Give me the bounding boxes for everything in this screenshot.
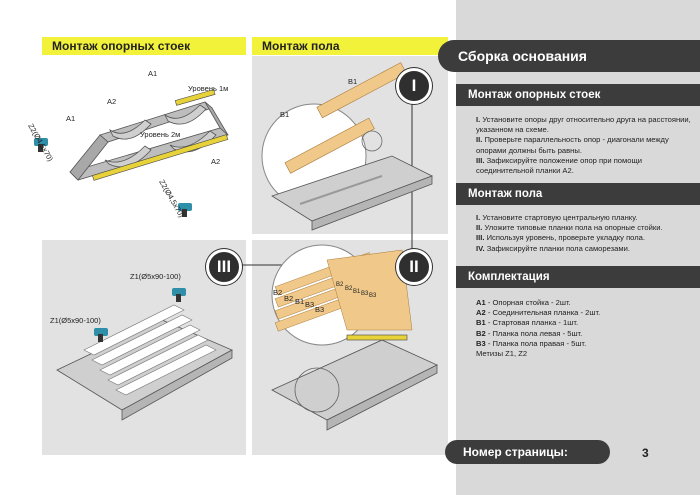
sidebar-heading-supports: Монтаж опорных стоек xyxy=(456,84,700,106)
kit-item-b1: B1 - Стартовая планка - 1шт. xyxy=(476,318,579,328)
label-b1-plank: B1 xyxy=(295,297,305,306)
floor-step-2: II. Уложите типовые планки пола на опорн… xyxy=(476,223,663,233)
label-level-1m: Уровень 1м xyxy=(188,84,229,93)
label-b2-4: B2 xyxy=(345,286,353,292)
floor-step-4: IV. Зафиксируйте планки пола саморезами. xyxy=(476,243,630,253)
page-number-label: Номер страницы: xyxy=(445,440,610,464)
support-step-1: I. Установите опоры друг относительно др… xyxy=(476,115,691,135)
label-a2-top: A2 xyxy=(107,97,117,106)
label-b3-1: B3 xyxy=(305,300,315,309)
floor-step-3: III. Используя уровень, проверьте укладк… xyxy=(476,233,645,243)
step-circle-one: I xyxy=(396,68,432,104)
label-level-2m: Уровень 2м xyxy=(140,130,181,139)
label-b3-4: B3 xyxy=(369,293,377,299)
page-number: 3 xyxy=(642,446,649,460)
diagram-floor-planks xyxy=(271,244,438,431)
sidebar-background xyxy=(456,0,700,495)
sidebar-text-kit: A1 - Опорная стойка - 2шт. A2 - Соединит… xyxy=(476,298,691,359)
label-b1-plank-2: B1 xyxy=(353,289,361,295)
diagram-support-assembly xyxy=(34,89,229,217)
label-a2-right: A2 xyxy=(211,157,221,166)
label-b3-2: B3 xyxy=(315,305,325,314)
label-b1-upper: B1 xyxy=(348,77,358,86)
floor-step-1: I. Установите стартовую центральную план… xyxy=(476,213,638,222)
sidebar-text-floor: I. Установите стартовую центральную план… xyxy=(476,213,691,254)
sidebar-heading-floor: Монтаж пола xyxy=(456,183,700,205)
label-a1-left: A1 xyxy=(66,114,76,123)
diagram-start-plank xyxy=(261,62,433,231)
label-b2-3: B2 xyxy=(336,282,344,288)
label-b1-lower: B1 xyxy=(280,110,290,119)
support-step-2: II. Проверьте параллельность опор - диаг… xyxy=(476,135,669,155)
sidebar-title: Сборка основания xyxy=(438,40,700,72)
label-b2-1: B2 xyxy=(273,288,283,297)
kit-item-a2: A2 - Соединительная планка - 2шт. xyxy=(476,308,601,318)
kit-item-a1: A1 - Опорная стойка - 2шт. xyxy=(476,298,571,307)
support-step-3: III. Зафиксируйте положение опор при пом… xyxy=(476,155,642,176)
diagram-floor-fastening xyxy=(56,288,233,421)
label-z1-right: Z1(Ø5x90-100) xyxy=(130,272,181,281)
kit-item-b3: B3 - Планка пола правая - 5шт. xyxy=(476,338,587,348)
label-a1-top: A1 xyxy=(148,69,158,78)
label-b2-2: B2 xyxy=(284,294,294,303)
label-z1-left: Z1(Ø5x90-100) xyxy=(50,316,101,325)
sidebar-heading-kit: Комплектация xyxy=(456,266,700,288)
sidebar-text-supports: I. Установите опоры друг относительно др… xyxy=(476,115,691,176)
kit-item-hardware: Метизы Z1, Z2 xyxy=(476,349,528,359)
section-title-floor: Монтаж пола xyxy=(252,37,448,55)
section-title-supports: Монтаж опорных стоек xyxy=(42,37,246,55)
step-circle-two: II xyxy=(396,249,432,285)
label-b3-3: B3 xyxy=(361,291,369,297)
step-circle-three: III xyxy=(206,249,242,285)
kit-item-b2: B2 - Планка пола левая - 5шт. xyxy=(476,328,583,338)
